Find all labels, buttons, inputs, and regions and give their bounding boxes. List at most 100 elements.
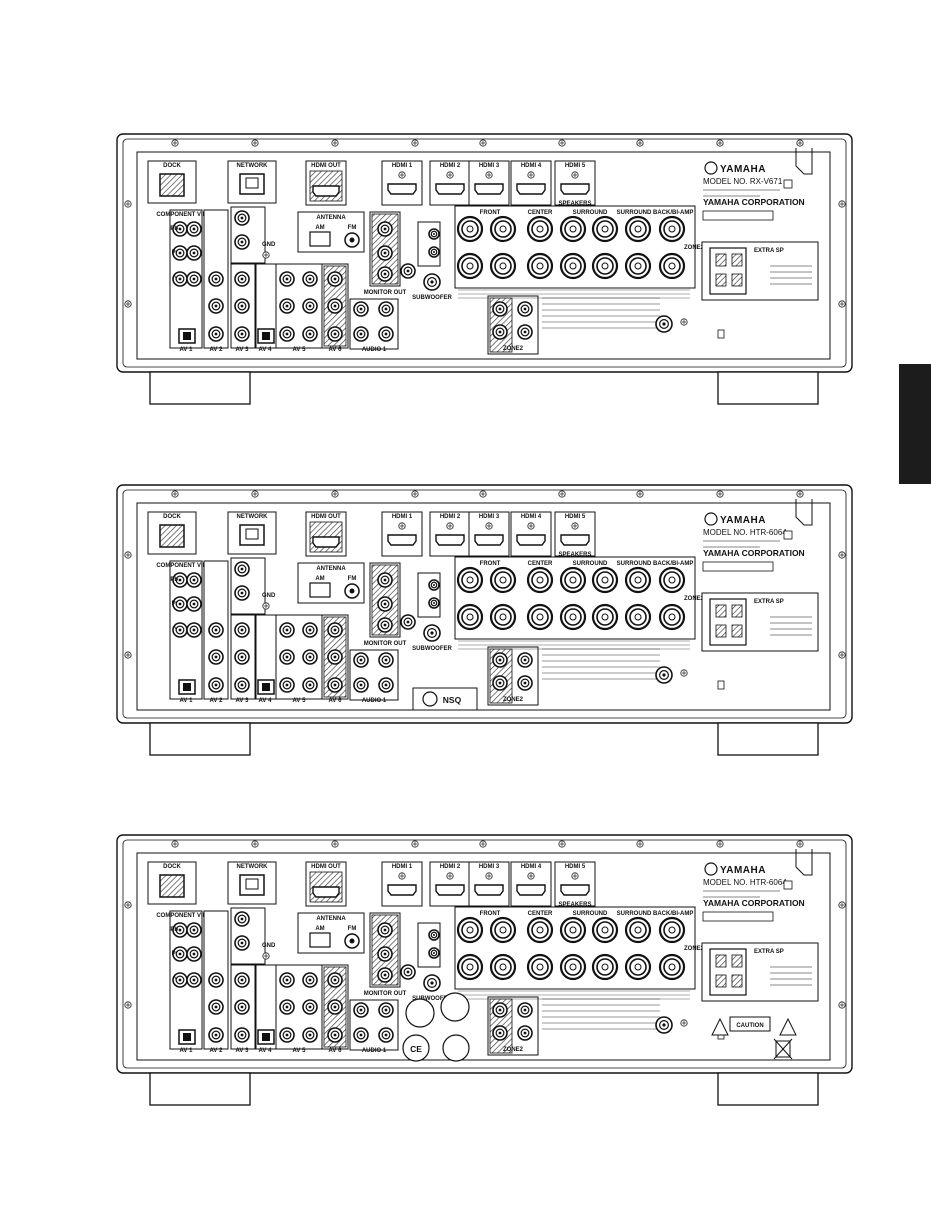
rca-jack-pin [192,928,196,932]
rca-jack-pin [384,307,388,311]
extra-sp-terminal [715,604,727,618]
rca-jack-pin [308,304,312,308]
subwoofer-label: SUBWOOFER [412,996,452,1002]
speaker-group-label-3: SURROUND BACK/BI-AMP [617,911,694,917]
optical-port-inner [262,683,270,691]
hdmi-in-port-icon [435,534,465,546]
rca-jack-pin [214,1005,218,1009]
speaker-terminal-hole [466,262,474,270]
speaker-group-label-1: CENTER [528,911,553,917]
rca-jack-pin [192,952,196,956]
rca-jack-pin [285,1005,289,1009]
model-text: MODEL NO. RX-V671 [703,177,783,186]
rca-jack-pin [359,683,363,687]
rca-jack-pin [433,233,435,235]
speaker-terminal-hole [499,926,507,934]
hdmi-in-box-3 [468,861,510,907]
av3-label: AV 3 [236,347,250,353]
am-label: AM [315,576,324,582]
rca-jack-pin [192,227,196,231]
antenna-label: ANTENNA [316,566,346,572]
foot-right [717,722,819,756]
extra-sp-terminal [715,624,727,638]
speaker-terminal-hole [668,576,676,584]
rca-jack-pin [498,1008,502,1012]
gnd-label: GND [262,242,276,248]
hdmi-in-box-1 [381,511,423,557]
hdmi-in-label-4: HDMI 4 [521,514,542,520]
speaker-terminal-hole [601,926,609,934]
dock-port-icon [159,173,185,197]
extra-sp-label: EXTRA SP [754,248,784,254]
rca-jack-pin [383,272,387,276]
vent-hook [795,148,813,175]
hdmi-out-label: HDMI OUT [311,514,341,520]
hdmi-in-port-icon [516,884,546,896]
optical-port-inner [183,332,191,340]
rca-jack-pin [523,330,527,334]
component-video-label: COMPONENT VIDEO [156,913,216,919]
rca-jack-pin [383,227,387,231]
brand-text: YAMAHA [720,865,766,876]
speaker-terminal-hole [634,576,642,584]
speaker-group-label-0: FRONT [480,210,501,216]
optical-port-inner [262,332,270,340]
rca-jack-pin [285,277,289,281]
rca-jack-pin [240,591,244,595]
rca-jack-pin [498,330,502,334]
hdmi-in-box-4 [510,511,552,557]
pb-label: Pb [170,927,178,933]
speaker-group-label-2: SURROUND [573,911,608,917]
rca-jack-pin [308,1033,312,1037]
hdmi-in-label-3: HDMI 3 [479,514,500,520]
serial-box [702,210,774,221]
class-mark-icon [783,179,793,189]
speaker-terminal-hole [601,613,609,621]
ground-tab [717,680,725,690]
speaker-terminal-hole [634,262,642,270]
rca-jack-pin [240,1033,244,1037]
rca-jack-pin [523,307,527,311]
rca-jack-pin [523,1031,527,1035]
rca-jack-pin [383,952,387,956]
rca-jack-pin [498,1031,502,1035]
optical-port-inner [262,1033,270,1041]
rca-jack-pin [240,978,244,982]
rca-jack-pin [384,1008,388,1012]
rca-jack-pin [406,620,410,624]
speaker-terminal-hole [668,926,676,934]
dock-label: DOCK [163,864,181,870]
antenna-label: ANTENNA [316,916,346,922]
hdmi-in-label-3: HDMI 3 [479,163,500,169]
rca-jack-pin [333,628,337,632]
corp-text: YAMAHA CORPORATION [703,548,805,558]
speaker-terminal-hole [634,963,642,971]
extra-sp-terminal [731,974,743,988]
rca-jack-pin [498,681,502,685]
zone2-label: ZONE2 [684,946,705,952]
rca-jack-pin [384,332,388,336]
hdmi-out-label: HDMI OUT [311,163,341,169]
av2-label: AV 2 [210,1048,224,1054]
rca-jack-pin [433,584,435,586]
hdmi-in-port-icon [387,534,417,546]
rca-jack-pin [192,277,196,281]
component-video-label: COMPONENT VIDEO [156,563,216,569]
speaker-terminal-hole [499,613,507,621]
hdmi-in-port-icon [474,884,504,896]
speaker-terminal-hole [668,262,676,270]
speaker-terminal-hole [569,926,577,934]
speaker-terminal-hole [499,225,507,233]
rca-jack-pin [214,683,218,687]
hdmi-in-label-1: HDMI 1 [392,163,413,169]
hdmi-in-port-icon [560,884,590,896]
network-port-inner [245,528,259,540]
dock-label: DOCK [163,514,181,520]
rca-jack-pin [240,304,244,308]
av2-label: AV 2 [210,347,224,353]
hdmi-out-label: HDMI OUT [311,864,341,870]
av4-label: AV 4 [259,347,273,353]
speaker-terminal-hole [569,262,577,270]
